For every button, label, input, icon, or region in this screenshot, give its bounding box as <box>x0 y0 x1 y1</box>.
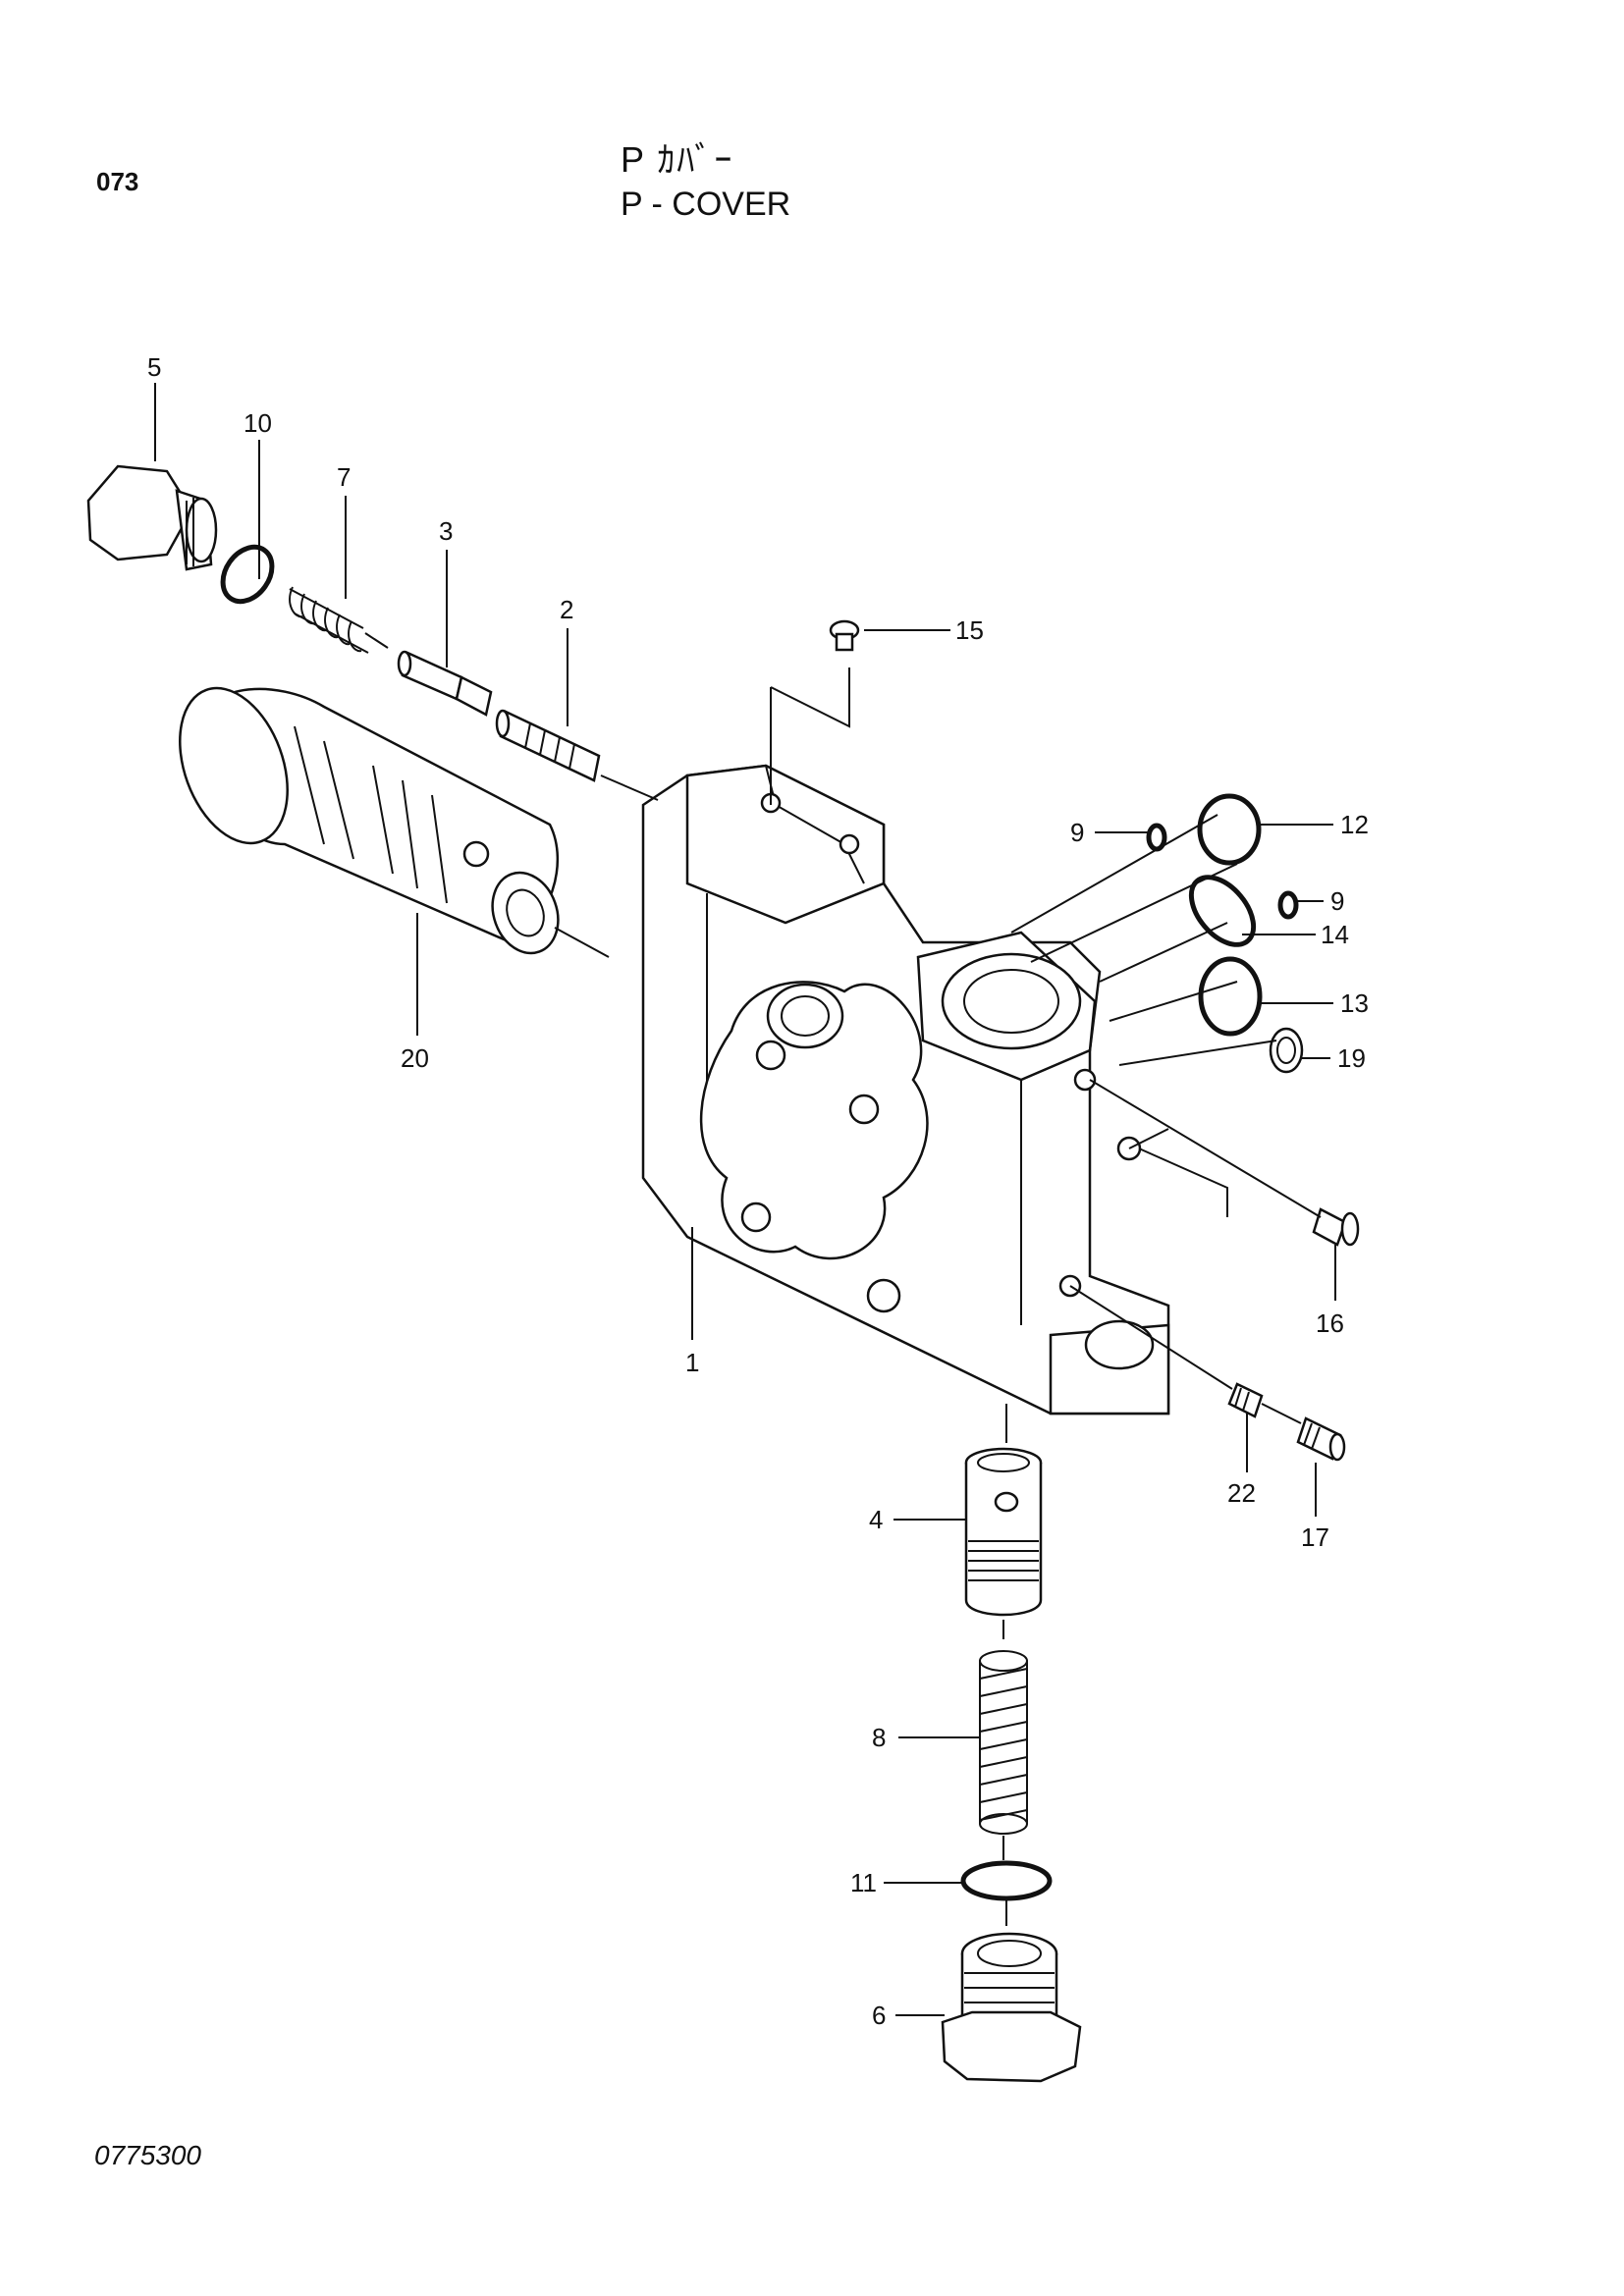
callout-16: 16 <box>1316 1308 1344 1338</box>
o-ring-10 <box>220 544 275 605</box>
hex-plug-6 <box>941 1932 1082 2083</box>
o-ring-14 <box>1188 875 1257 947</box>
callout-1: 1 <box>685 1348 699 1377</box>
spring-8 <box>979 1650 1028 1860</box>
page-number: 073 <box>96 167 139 196</box>
sleeve-4 <box>964 1404 1043 1639</box>
callout-12: 12 <box>1340 810 1369 839</box>
plug-17 <box>1296 1416 1346 1462</box>
title-japanese: P ｶﾊﾞｰ <box>621 139 734 180</box>
title-block: P ｶﾊﾞｰ P - COVER <box>621 137 790 226</box>
callout-4: 4 <box>869 1505 883 1534</box>
callout-13: 13 <box>1340 988 1369 1018</box>
callout-15: 15 <box>955 615 984 645</box>
pin-3 <box>397 650 493 717</box>
callout-9a: 9 <box>1070 818 1084 847</box>
o-ring-13 <box>1198 956 1263 1037</box>
callout-14: 14 <box>1321 920 1349 949</box>
axis-line-top <box>600 774 659 801</box>
callout-11: 11 <box>850 1868 877 1897</box>
valve-body <box>641 764 1170 1415</box>
callout-10: 10 <box>244 408 272 438</box>
callout-20: 20 <box>401 1043 429 1073</box>
plug-16 <box>1312 1207 1360 1247</box>
o-ring-12 <box>1197 793 1262 866</box>
cartridge-20 <box>179 686 560 955</box>
callout-5: 5 <box>147 352 161 382</box>
callout-7: 7 <box>337 462 351 492</box>
spring-7 <box>289 586 389 654</box>
callout-leaders <box>154 383 1336 2016</box>
callout-6: 6 <box>872 2001 886 2030</box>
callout-19: 19 <box>1337 1043 1366 1073</box>
poppet-2 <box>495 709 601 782</box>
callout-22: 22 <box>1227 1478 1256 1508</box>
leader-box-15 <box>770 667 850 805</box>
plug-22 <box>1227 1382 1264 1418</box>
callout-2: 2 <box>560 595 573 624</box>
callout-3: 3 <box>439 516 453 546</box>
o-ring-11 <box>960 1860 1053 1901</box>
callout-labels: 5 10 7 3 2 15 9 12 9 14 13 19 16 22 17 2… <box>147 352 1369 2030</box>
o-ring-9b <box>1277 890 1299 920</box>
callout-17: 17 <box>1301 1522 1329 1552</box>
drawing-code: 0775300 <box>94 2140 202 2170</box>
title-english: P - COVER <box>621 186 791 223</box>
seal-19 <box>1269 1027 1304 1074</box>
screw-15 <box>829 619 860 652</box>
hex-plug-5 <box>86 464 218 571</box>
callout-8: 8 <box>872 1723 886 1752</box>
callout-9b: 9 <box>1330 886 1344 916</box>
axis-line-cartridge <box>554 927 610 958</box>
